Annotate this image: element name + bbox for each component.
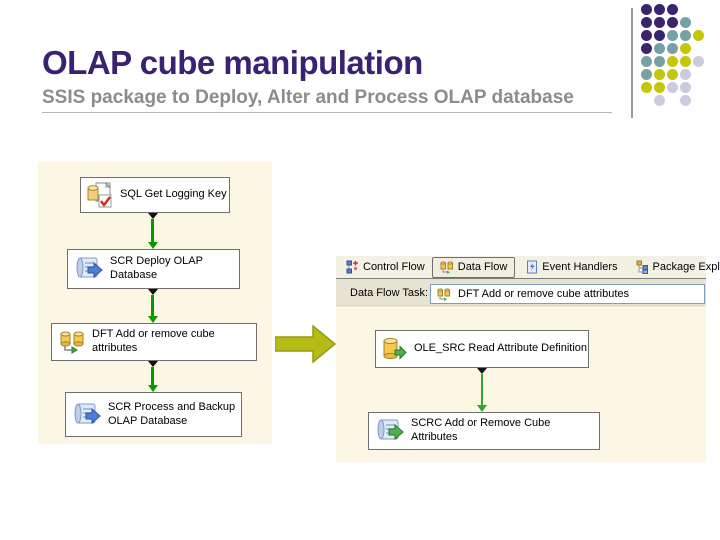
decoration-dot [654,95,665,106]
script-component-icon [377,419,404,441]
component-scrc-add-or-remove-cube-attributes[interactable]: SCRC Add or Remove Cube Attributes [368,412,600,450]
arrowhead-down [476,405,487,412]
component-label: SCRC Add or Remove Cube Attributes [411,417,551,443]
task-label: SQL Get Logging Key [120,188,227,201]
component-label: OLE_SRC Read Attribute Definition [414,342,588,355]
data-path-arrow [476,368,487,412]
connector-origin [147,289,158,295]
data-flow-task-combobox[interactable]: DFT Add or remove cube attributes [430,284,705,304]
connector-origin [147,361,158,367]
decoration-dot [680,69,691,80]
data-flow-task-row: Data Flow Task: DFT Add or remove cube a… [336,279,706,308]
decoration-dot [667,4,678,15]
decoration-dot [680,30,691,41]
decoration-dot [654,69,665,80]
precedence-arrow [147,361,158,392]
arrowhead-down [147,242,158,249]
connector-origin [476,368,487,374]
decoration-dot [654,43,665,54]
page-title: OLAP cube manipulation [42,44,423,81]
data-flow-canvas: OLE_SRC Read Attribute Definition SCRC A… [336,308,706,462]
decoration-dot [667,30,678,41]
decoration-dot [641,43,652,54]
page-subtitle: SSIS package to Deploy, Alter and Proces… [42,87,574,108]
decoration-dot [654,56,665,67]
data-flow-task-icon [437,288,450,301]
decoration-dot [641,82,652,93]
script-task-icon [74,403,101,424]
decoration-dot [667,82,678,93]
tab-event-handlers[interactable]: Event Handlers [519,258,624,277]
control-flow-icon [346,260,358,274]
data-flow-task-label: Data Flow Task: [350,287,429,299]
decoration-dot [680,56,691,67]
arrowhead-down [147,385,158,392]
control-flow-panel: SQL Get Logging Key SCR Deploy OLAP Data… [38,162,272,444]
header-underline [42,112,612,113]
arrowhead-down [147,316,158,323]
decoration-dot [654,4,665,15]
decoration-dot [667,43,678,54]
combobox-value: DFT Add or remove cube attributes [458,288,629,300]
component-ole-src-read-attribute-definition[interactable]: OLE_SRC Read Attribute Definition [375,330,589,368]
task-sql-get-logging-key[interactable]: SQL Get Logging Key [80,177,230,213]
designer-tab-bar: Control Flow Data Flow Ev [336,256,720,279]
precedence-arrow [147,289,158,323]
transition-arrow-icon [275,325,337,363]
decoration-dot [693,56,704,67]
decoration-dot [654,17,665,28]
task-label: SCR Deploy OLAP Database [110,255,203,281]
sql-task-icon [87,181,112,207]
decoration-divider-line [631,8,633,118]
decoration-dot [641,69,652,80]
decoration-dot [680,43,691,54]
decoration-dot [680,17,691,28]
package-explorer-icon [636,260,648,274]
decoration-dot [680,95,691,106]
task-label: DFT Add or remove cube attributes [92,328,215,354]
data-flow-icon [440,261,453,274]
decoration-dot [680,82,691,93]
task-dft-add-or-remove-cube-attributes[interactable]: DFT Add or remove cube attributes [51,323,257,361]
decoration-dot [693,30,704,41]
tab-data-flow[interactable]: Data Flow [431,256,516,278]
decoration-dot [641,56,652,67]
task-scr-process-and-backup-olap-database[interactable]: SCR Process and Backup OLAP Database [65,392,242,437]
decoration-dot [667,56,678,67]
decoration-dot [641,4,652,15]
connector-origin [147,213,158,219]
task-scr-deploy-olap-database[interactable]: SCR Deploy OLAP Database [67,249,240,289]
oledb-source-icon [383,337,407,360]
precedence-arrow [147,213,158,249]
decoration-dot [667,17,678,28]
event-handlers-icon [527,260,538,274]
script-task-icon [76,257,103,279]
decoration-dot [654,82,665,93]
ssis-designer-panel: Control Flow Data Flow Ev [336,256,720,462]
decoration-dot [641,30,652,41]
decorative-dot-grid [641,4,707,110]
decoration-dot [654,30,665,41]
tab-package-explorer[interactable]: Package Explorer [629,258,720,277]
data-flow-task-icon [60,331,84,354]
task-label: SCR Process and Backup OLAP Database [108,400,236,427]
tab-control-flow[interactable]: Control Flow [339,258,432,277]
decoration-dot [641,17,652,28]
decoration-dot [667,69,678,80]
